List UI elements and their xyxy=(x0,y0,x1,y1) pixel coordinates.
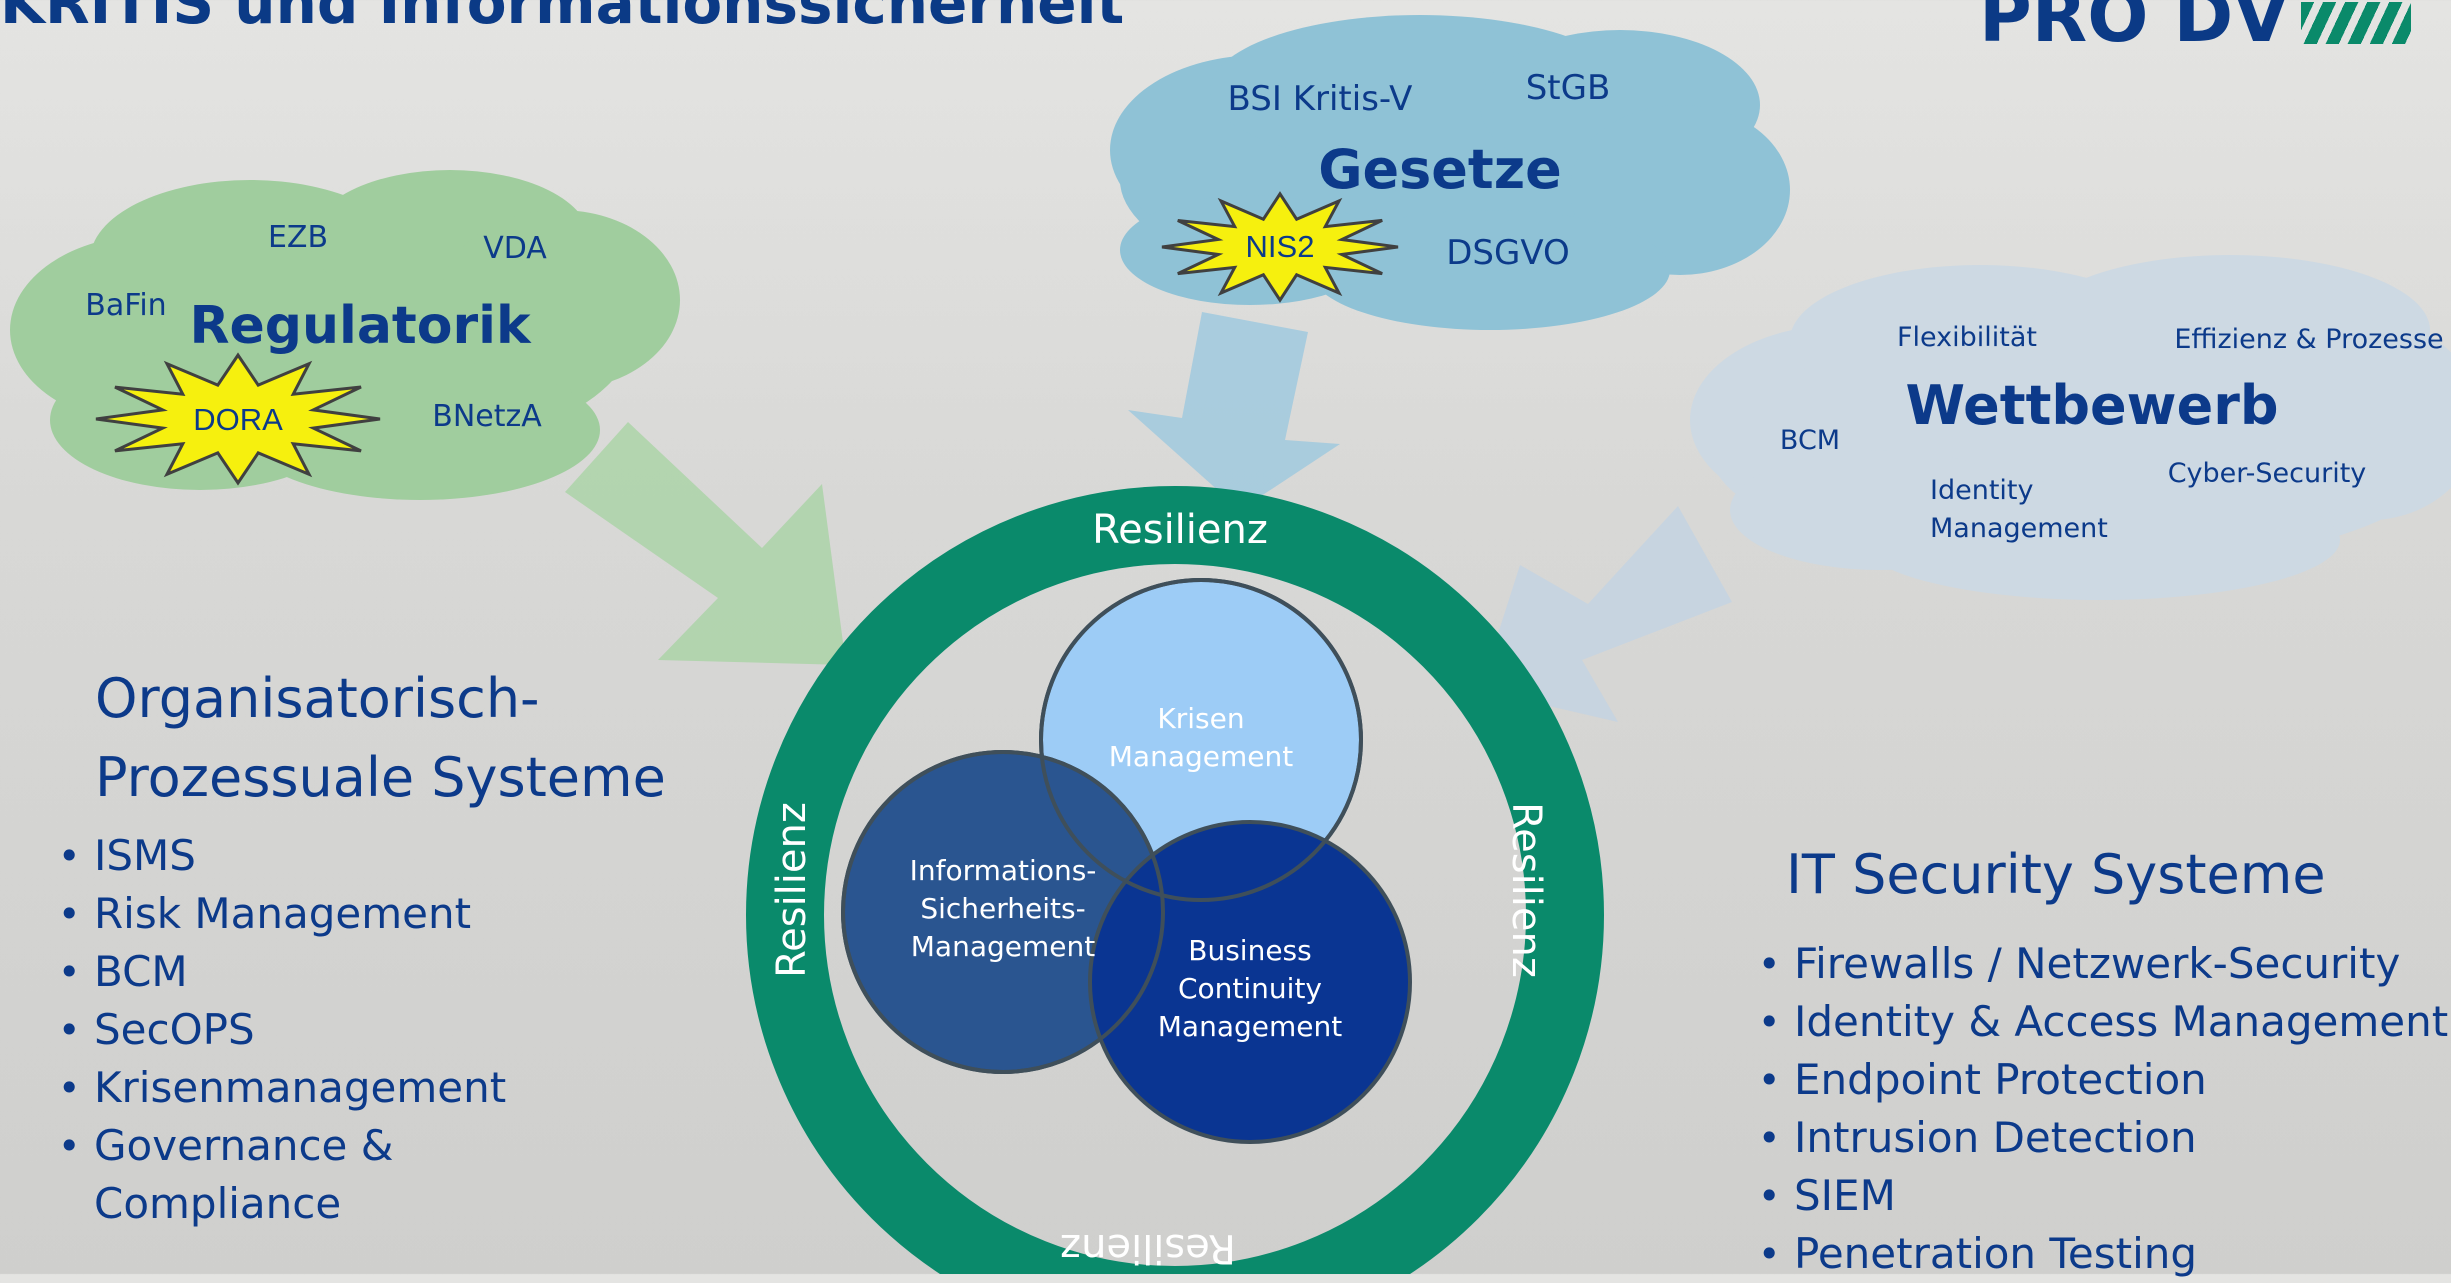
list-item: Risk Management xyxy=(58,885,506,943)
resilienz-label-left: Resilienz xyxy=(769,802,815,978)
list-item: Endpoint Protection xyxy=(1758,1051,2448,1109)
gesetze-heading: Gesetze xyxy=(1318,138,1562,201)
left-heading: Organisatorisch-Prozessuale Systeme xyxy=(95,667,666,809)
dora-star-badge xyxy=(95,352,381,486)
gesetze-item-stgb: StGB xyxy=(1526,68,1611,108)
wettbewerb-item-cyber: Cyber-Security xyxy=(2168,458,2367,489)
regulatorik-item-bnetza: BNetzA xyxy=(432,399,542,434)
resilienz-label-top: Resilienz xyxy=(1092,507,1268,553)
list-item: Penetration Testing xyxy=(1758,1225,2448,1283)
list-item: Intrusion Detection xyxy=(1758,1109,2448,1167)
arrow-wettbewerb xyxy=(1480,506,1732,722)
nis2-star-badge xyxy=(1161,191,1399,303)
list-item: Identity & Access Management xyxy=(1758,993,2448,1051)
resilienz-ring xyxy=(746,486,1604,1274)
list-item: BCM xyxy=(58,943,506,1001)
cloud-wettbewerb xyxy=(1690,255,2451,600)
resilienz-label-right: Resilienz xyxy=(1503,802,1549,978)
dora-label: DORA xyxy=(193,402,283,437)
logo-stripes-icon xyxy=(2301,2,2411,44)
logo-text: PRO DV xyxy=(1979,0,2289,58)
list-item: Firewalls / Netzwerk-Security xyxy=(1758,935,2448,993)
left-list: ISMSRisk ManagementBCMSecOPSKrisenmanage… xyxy=(58,827,506,1233)
list-item: Governance &Compliance xyxy=(58,1117,506,1233)
wettbewerb-item-effizienz: Effizienz & Prozesse xyxy=(2174,324,2443,355)
regulatorik-item-vda: VDA xyxy=(483,231,547,266)
arrow-regulatorik xyxy=(565,422,846,665)
right-list: Firewalls / Netzwerk-SecurityIdentity & … xyxy=(1758,935,2448,1283)
list-item: SecOPS xyxy=(58,1001,506,1059)
right-heading: IT Security Systeme xyxy=(1786,843,2326,906)
arrow-gesetze xyxy=(1128,312,1340,510)
circle-krisen-outline xyxy=(1039,578,1363,902)
wettbewerb-item-bcm: BCM xyxy=(1780,425,1840,456)
regulatorik-item-bafin: BaFin xyxy=(85,288,166,323)
nis2-label: NIS2 xyxy=(1246,229,1315,264)
regulatorik-heading: Regulatorik xyxy=(189,296,532,356)
resilienz-label-bottom: Resilienz xyxy=(1060,1225,1236,1271)
regulatorik-item-ezb: EZB xyxy=(268,220,328,255)
wettbewerb-item-flex: Flexibilität xyxy=(1897,322,2037,353)
list-item: SIEM xyxy=(1758,1167,2448,1225)
circle-bcm xyxy=(1088,820,1412,1144)
gesetze-item-dsgvo: DSGVO xyxy=(1446,233,1570,273)
page-title: KRITIS und Informationssicherheit xyxy=(0,0,1125,37)
list-item: ISMS xyxy=(58,827,506,885)
wettbewerb-heading: Wettbewerb xyxy=(1906,374,2279,437)
isms-label: Informations-Sicherheits-Management xyxy=(910,854,1097,963)
gesetze-item-bsi: BSI Kritis-V xyxy=(1228,79,1413,119)
circle-isms-outline xyxy=(841,750,1165,1074)
list-item: Krisenmanagement xyxy=(58,1059,506,1117)
prodv-logo: PRO DV xyxy=(1979,0,2411,52)
